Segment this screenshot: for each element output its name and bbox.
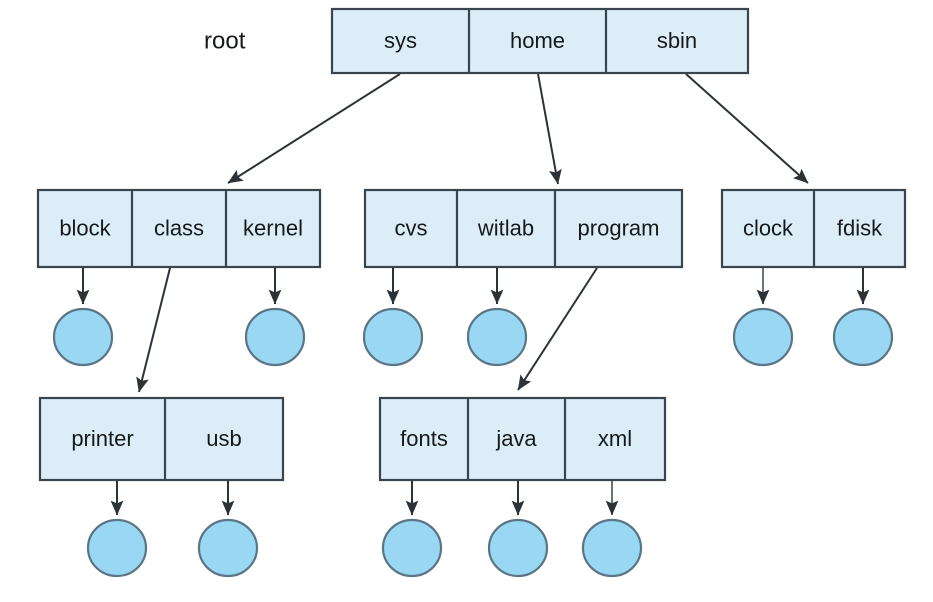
node-cell-label-printer: printer [71, 426, 133, 451]
leaf-block-circle[interactable] [52, 307, 114, 367]
node-cell-label-home: home [510, 28, 565, 53]
edge-sys-to-block-group [227, 73, 401, 184]
node-cell-label-sys: sys [384, 28, 417, 53]
leaf-clock-circle[interactable] [732, 307, 794, 367]
edges-layer [76, 73, 870, 516]
node-group-program-children: fonts java xml [378, 396, 667, 482]
node-group-outline [36, 188, 322, 269]
leaf-fonts-circle[interactable] [381, 518, 443, 578]
node-group-sys-children: block class kernel [36, 188, 322, 269]
leaf-xml-circle[interactable] [581, 518, 643, 578]
root-caption-label: root [204, 27, 246, 54]
leaf-usb-circle[interactable] [197, 518, 259, 578]
node-cell-label-fdisk: fdisk [837, 215, 883, 240]
node-group-root-group: sys home sbin [330, 7, 750, 75]
node-group-sbin-children: clock fdisk [720, 188, 907, 269]
leaf-fdisk-circle[interactable] [832, 307, 894, 367]
node-cell-label-clock: clock [743, 215, 794, 240]
leaf-printer-circle[interactable] [86, 518, 148, 578]
leaf-cvs-circle[interactable] [362, 307, 424, 367]
node-group-outline [378, 396, 667, 482]
node-group-outline [38, 396, 285, 482]
node-group-outline [330, 7, 750, 75]
node-cell-label-program: program [578, 215, 660, 240]
node-cell-label-sbin: sbin [657, 28, 697, 53]
node-cell-label-cvs: cvs [395, 215, 428, 240]
node-cell-label-java: java [495, 426, 537, 451]
node-group-outline [363, 188, 684, 269]
edge-class-to-printer-group [136, 267, 171, 393]
node-cell-label-class: class [154, 215, 204, 240]
node-cell-label-fonts: fonts [400, 426, 448, 451]
node-group-home-children: cvs witlab program [363, 188, 684, 269]
node-group-class-children: printer usb [38, 396, 285, 482]
node-cell-label-usb: usb [206, 426, 241, 451]
node-cell-label-kernel: kernel [243, 215, 303, 240]
nodes-layer: sys home sbin block class kernel cvs witlab prog… [36, 7, 907, 482]
edge-home-to-cvs-group [537, 73, 562, 185]
leaf-circles-layer [52, 307, 894, 578]
node-cell-label-xml: xml [598, 426, 632, 451]
leaf-java-circle[interactable] [487, 518, 549, 578]
leaf-witlab-circle[interactable] [466, 307, 528, 367]
node-cell-label-witlab: witlab [477, 215, 534, 240]
node-cell-label-block: block [59, 215, 111, 240]
leaf-kernel-circle[interactable] [244, 307, 306, 367]
edge-program-to-fonts-group [517, 267, 598, 391]
edge-sbin-to-clock-group [685, 73, 809, 184]
